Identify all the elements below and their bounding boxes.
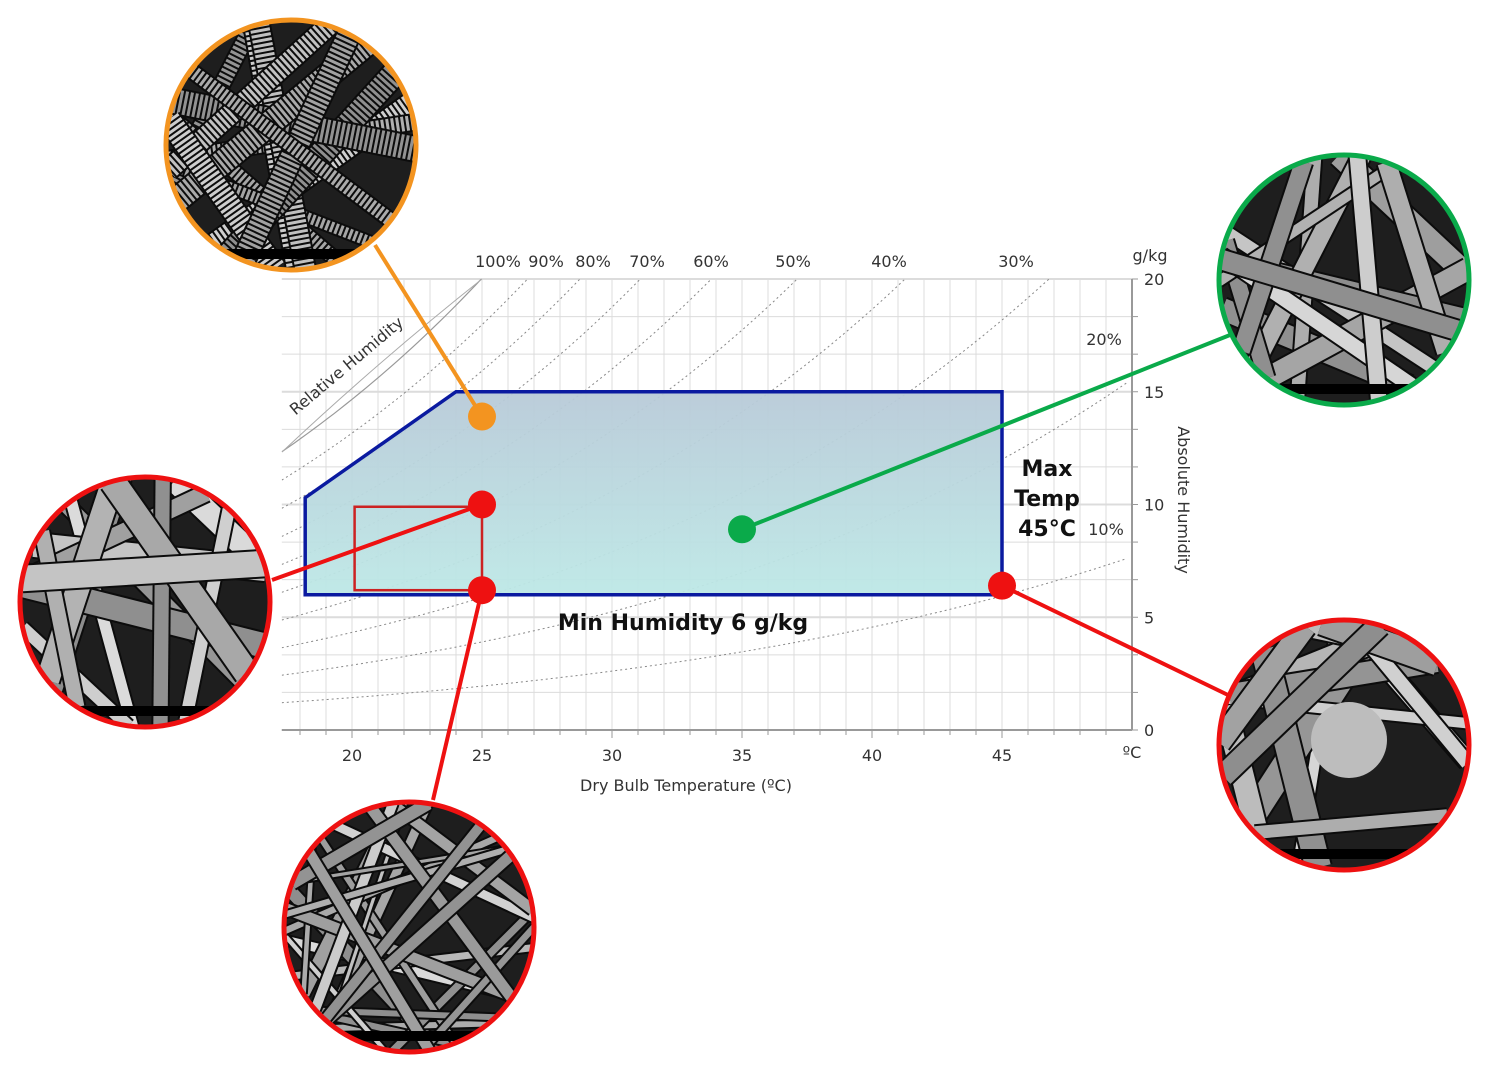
- fiber: [21, 550, 265, 592]
- callout-line: [1001, 583, 1229, 697]
- sem-image-thin: [284, 802, 534, 1052]
- max-temp-annotation: Temp: [1014, 487, 1080, 512]
- data-point-red-right: [988, 571, 1016, 600]
- sem-scalebar: [339, 1031, 479, 1041]
- x-unit-label: ºC: [1123, 743, 1142, 762]
- fiber: [34, 530, 85, 709]
- fiber-junction: [1311, 702, 1387, 778]
- fiber: [1254, 809, 1448, 839]
- rh-label-30: 30%: [998, 252, 1034, 271]
- sem-image-border: [1216, 152, 1472, 408]
- y-tick-label: 0: [1144, 721, 1154, 740]
- sem-image-beaded: [20, 477, 270, 727]
- sem-scalebar: [1274, 384, 1414, 394]
- data-point-orange: [468, 402, 496, 431]
- x-tick-label: 45: [992, 746, 1012, 765]
- rh-label-20: 20%: [1086, 330, 1122, 349]
- fiber: [233, 29, 359, 266]
- min-humidity-annotation: Min Humidity 6 g/kg: [558, 611, 808, 636]
- fiber: [1219, 620, 1388, 784]
- rh-label-50: 50%: [775, 252, 811, 271]
- rh-label-100: 100%: [475, 252, 521, 271]
- sem-image-border: [17, 474, 273, 730]
- y-tick-label: 5: [1144, 608, 1154, 627]
- callout-line: [741, 333, 1231, 532]
- rh-curve-10: [281, 558, 1127, 704]
- x-tick-label: 35: [732, 746, 752, 765]
- rh-axis-label: Relative Humidity: [286, 313, 407, 419]
- sem-scalebar: [221, 249, 361, 259]
- rh-curve-100: [281, 279, 483, 453]
- fiber: [304, 849, 434, 1052]
- fiber: [322, 850, 515, 1025]
- sem-image-smooth: [1219, 155, 1469, 405]
- rh-label-60: 60%: [693, 252, 729, 271]
- sem-image-border: [163, 17, 419, 273]
- x-tick-label: 20: [342, 746, 362, 765]
- fiber: [1349, 155, 1387, 401]
- fiber: [1219, 620, 1315, 750]
- max-temp-annotation: Max: [1022, 457, 1073, 482]
- sem-image-border: [281, 799, 537, 1055]
- data-point-red-lower: [468, 576, 496, 605]
- fiber: [1233, 158, 1312, 354]
- fiber: [153, 478, 170, 727]
- fiber: [1219, 250, 1462, 341]
- max-temp-annotation: 45°C: [1018, 517, 1076, 542]
- y-tick-label: 20: [1144, 270, 1164, 289]
- rh-outer-arcs: [281, 278, 483, 453]
- fiber: [186, 64, 395, 226]
- fiber: [419, 924, 534, 1052]
- y-tick-label: 15: [1144, 383, 1164, 402]
- rh-label-80: 80%: [575, 252, 611, 271]
- fiber: [284, 933, 386, 1051]
- x-tick-label: 40: [862, 746, 882, 765]
- fiber: [249, 22, 315, 270]
- fiber: [366, 804, 517, 1002]
- x-tick-label: 30: [602, 746, 622, 765]
- callout-line: [373, 243, 484, 418]
- y-unit-label: g/kg: [1133, 246, 1168, 265]
- data-point-red-upper: [468, 490, 496, 519]
- sem-image-border: [1216, 617, 1472, 873]
- y-axis-label: Absolute Humidity: [1174, 426, 1193, 574]
- fiber: [284, 846, 508, 918]
- callout-line: [431, 589, 484, 801]
- rh-label-90: 90%: [528, 252, 564, 271]
- x-axis-label: Dry Bulb Temperature (ºC): [580, 776, 792, 795]
- rh-label-10: 10%: [1088, 520, 1124, 539]
- fiber: [171, 89, 416, 161]
- x-tick-label: 25: [472, 746, 492, 765]
- sem-image-porous: [166, 20, 416, 270]
- y-tick-label: 10: [1144, 496, 1164, 515]
- sem-image-fused: [1219, 620, 1469, 870]
- data-point-green: [728, 515, 756, 544]
- callout-line: [271, 502, 483, 582]
- fiber: [166, 20, 336, 178]
- sem-scalebar: [75, 706, 215, 716]
- rh-label-40: 40%: [871, 252, 907, 271]
- rh-arc: [281, 278, 483, 453]
- fiber: [321, 821, 485, 1023]
- sem-scalebar: [1274, 849, 1414, 859]
- rh-label-70: 70%: [629, 252, 665, 271]
- operating-region: [303, 390, 1004, 597]
